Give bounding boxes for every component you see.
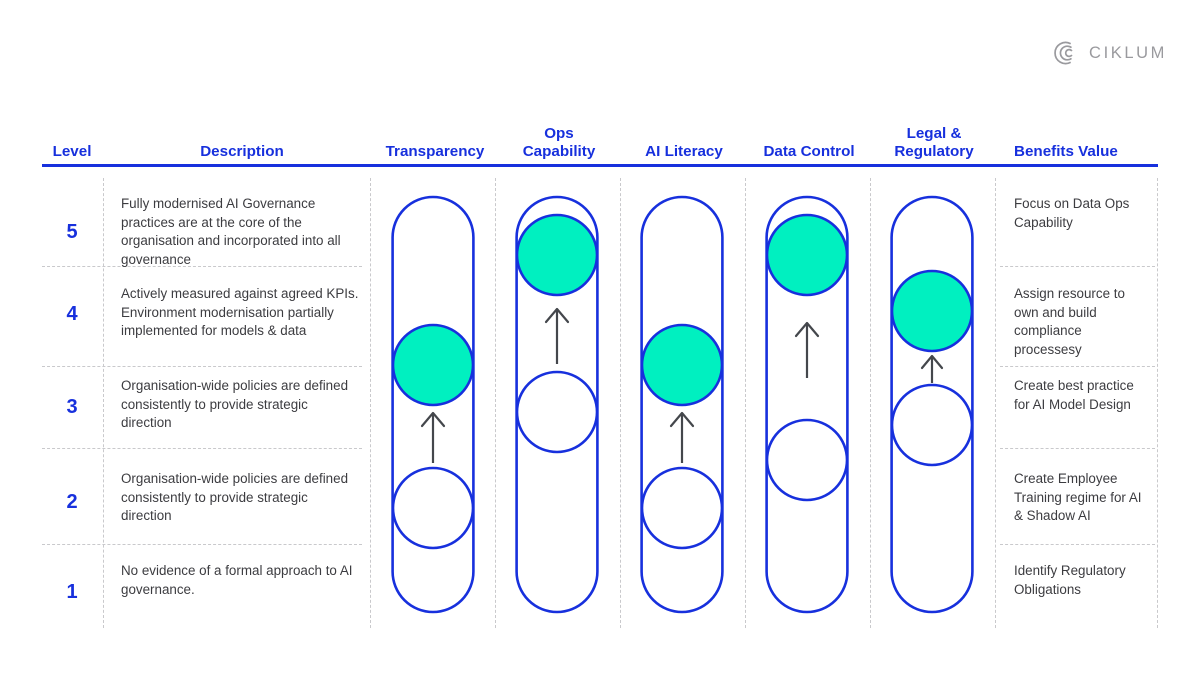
description-level-3: Organisation-wide policies are defined c… <box>121 378 349 431</box>
row-separator-4-3-right <box>1000 366 1155 367</box>
arrow-up-legal-regulatory <box>920 354 944 383</box>
header-benefits-value: Benefits Value <box>1014 142 1118 160</box>
header-ai-literacy: AI Literacy <box>622 143 746 161</box>
marker-baseline-transparency-level-2[interactable] <box>391 466 475 550</box>
header-transparency: Transparency <box>373 143 497 161</box>
divider-ops-ai-literacy <box>620 178 621 628</box>
track-legal-regulatory[interactable] <box>890 178 974 628</box>
level-number-1: 1 <box>66 581 78 603</box>
header-legal-regulatory-line-1: Legal & <box>906 125 962 142</box>
benefit-level-5: Focus on Data Ops Capability <box>1014 196 1130 230</box>
arrow-up-ai-literacy <box>669 411 695 463</box>
row-separator-5-4-right <box>1000 266 1155 267</box>
divider-legal-benefits <box>995 178 996 628</box>
header-underline <box>42 164 1158 167</box>
row-separator-3-2-left <box>42 448 362 449</box>
header-data-control-line-1: Data Control <box>763 142 855 160</box>
benefit-level-3: Create best practice for AI Model Design <box>1014 378 1134 412</box>
arrow-up-data-control <box>794 321 820 378</box>
table-header-row: Level Description Transparency Ops Capab… <box>42 108 1158 160</box>
description-level-2: Organisation-wide policies are defined c… <box>121 471 349 524</box>
track-ai-literacy[interactable] <box>640 178 724 628</box>
divider-transparency-ops <box>495 178 496 628</box>
track-ops-capability[interactable] <box>515 178 599 628</box>
brand-name: CIKLUM <box>1089 43 1167 62</box>
header-transparency-line-1: Transparency <box>385 142 485 160</box>
header-ops-capability-line-2: Capability <box>522 142 596 160</box>
divider-description-transparency <box>370 178 371 628</box>
divider-right-edge <box>1157 178 1158 628</box>
level-number-3: 3 <box>66 396 78 418</box>
header-ops-capability: Ops Capability <box>497 125 621 160</box>
level-number-5: 5 <box>66 221 78 243</box>
benefit-level-2: Create Employee Training regime for AI &… <box>1014 471 1142 524</box>
benefit-level-4: Assign resource to own and build complia… <box>1014 286 1125 357</box>
header-ops-capability-line-1: Ops <box>544 125 574 142</box>
row-separator-2-1-left <box>42 544 362 545</box>
header-level: Level <box>52 142 92 160</box>
header-data-control: Data Control <box>747 143 871 161</box>
row-separator-4-3-left <box>42 366 362 367</box>
marker-baseline-legal-regulatory-level-3[interactable] <box>890 383 974 467</box>
arrow-up-ops-capability <box>544 307 570 364</box>
marker-current-ai-literacy-level-4[interactable] <box>640 323 724 407</box>
header-legal-regulatory: Legal & Regulatory <box>872 125 996 160</box>
track-data-control[interactable] <box>765 178 849 628</box>
row-separator-2-1-right <box>1000 544 1155 545</box>
capsule-outline-data-control <box>765 195 849 614</box>
header-description: Description <box>200 142 284 160</box>
marker-current-data-control-level-5[interactable] <box>765 213 849 297</box>
ciklum-arc-logo-icon <box>1054 41 1073 65</box>
level-number-4: 4 <box>66 303 78 325</box>
marker-baseline-ai-literacy-level-2[interactable] <box>640 466 724 550</box>
divider-data-control-legal <box>870 178 871 628</box>
description-level-1: No evidence of a formal approach to AI g… <box>121 563 353 597</box>
brand-logo: CIKLUM <box>1052 40 1167 66</box>
matrix-body: 5 4 3 2 1 Fully modernised AI Governance… <box>0 178 1200 628</box>
header-legal-regulatory-line-2: Regulatory <box>894 142 974 160</box>
marker-baseline-ops-capability-level-3[interactable] <box>515 370 599 454</box>
arrow-up-transparency <box>420 411 446 463</box>
marker-current-transparency-level-4[interactable] <box>391 323 475 407</box>
row-separator-3-2-right <box>1000 448 1155 449</box>
level-number-2: 2 <box>66 491 78 513</box>
divider-ai-literacy-data-control <box>745 178 746 628</box>
benefit-level-1: Identify Regulatory Obligations <box>1014 563 1126 597</box>
marker-baseline-data-control-level-2[interactable] <box>765 418 849 502</box>
header-ai-literacy-line-1: AI Literacy <box>645 142 723 160</box>
row-separator-5-4-left <box>42 266 362 267</box>
marker-current-legal-regulatory-level-4[interactable] <box>890 269 974 353</box>
description-level-4: Actively measured against agreed KPIs. E… <box>121 286 359 339</box>
divider-level-description <box>103 178 104 628</box>
description-level-5: Fully modernised AI Governance practices… <box>121 196 341 267</box>
marker-current-ops-capability-level-5[interactable] <box>515 213 599 297</box>
track-transparency[interactable] <box>391 178 475 628</box>
